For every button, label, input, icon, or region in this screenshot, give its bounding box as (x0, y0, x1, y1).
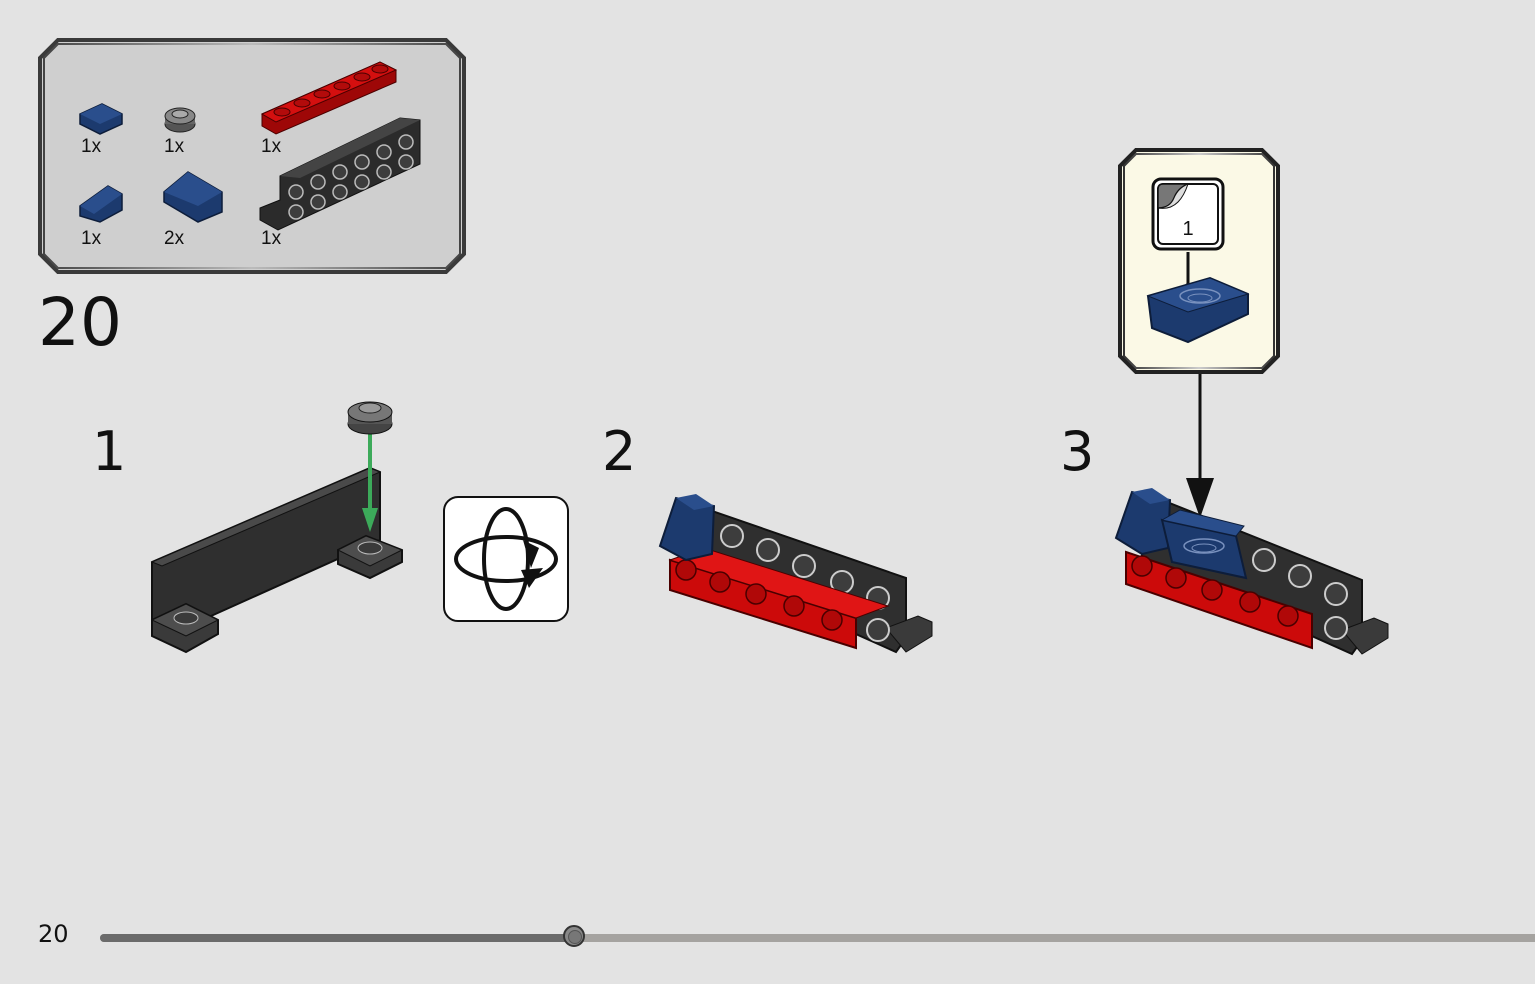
substep-label: 1 (92, 420, 127, 483)
substep-3-illustration (1114, 374, 1389, 656)
rotate-model-icon (443, 496, 569, 622)
part-slope-2x2-blue (163, 171, 223, 223)
parts-panel-frame (38, 38, 466, 274)
sticker-icon: 1 (1151, 177, 1225, 251)
parts-list-panel: 1x 1x 1x 1x 2x 1x (38, 38, 466, 274)
page-progress-fill (100, 934, 574, 942)
sticker-number: 1 (1182, 218, 1194, 240)
substep-2-illustration (658, 494, 933, 654)
substep-1-illustration (150, 401, 404, 654)
substep-label: 3 (1060, 420, 1095, 483)
page-number: 20 (38, 920, 69, 948)
part-black-bracket (259, 117, 421, 231)
part-qty: 1x (81, 136, 102, 157)
page-progress-handle[interactable] (562, 925, 585, 947)
part-slope-1x1-blue (79, 103, 123, 135)
step-number: 20 (38, 284, 122, 361)
part-qty: 1x (81, 228, 102, 249)
part-red-plate-1x6 (260, 61, 398, 135)
sticker-callout: 1 (1118, 148, 1280, 374)
part-qty: 1x (261, 228, 282, 249)
part-qty: 2x (164, 228, 185, 249)
part-slope-1x2-blue (79, 185, 123, 223)
substep-label: 2 (602, 420, 637, 483)
page-progress-bar[interactable] (100, 925, 1535, 947)
part-round-plate-grey (164, 107, 196, 133)
part-qty: 1x (164, 136, 185, 157)
part-qty: 1x (261, 136, 282, 157)
